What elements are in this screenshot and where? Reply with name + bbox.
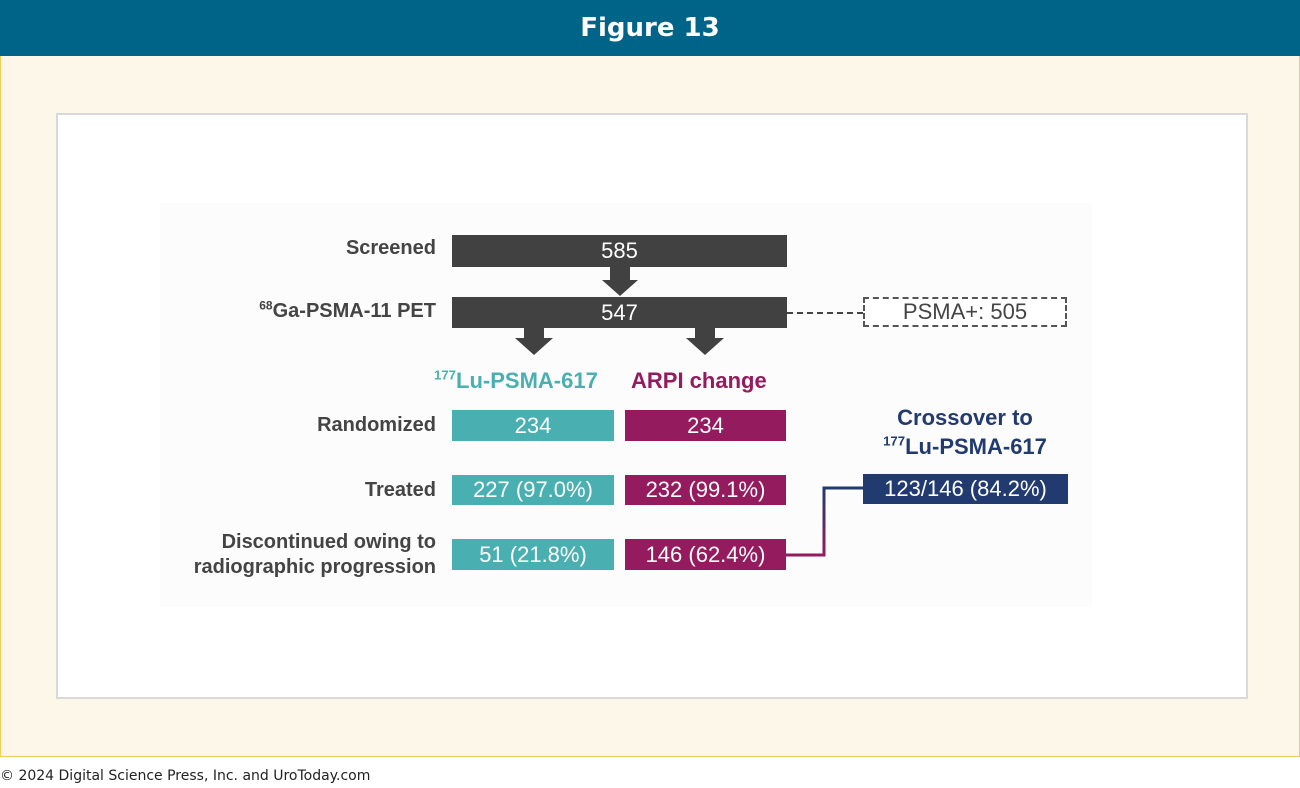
crossover-title-line2-wrap: 177Lu-PSMA-617 xyxy=(860,432,1070,461)
arm-header-lu-sup: 177 xyxy=(434,367,457,383)
label-treated: Treated xyxy=(364,479,436,501)
label-screened: Screened xyxy=(345,237,436,259)
box-treated-arpi: 232 (99.1%) xyxy=(625,475,786,505)
label-pet-sup: 68 xyxy=(259,298,273,313)
arrow-pet-to-lu xyxy=(515,328,553,355)
label-pet: 68Ga-PSMA-11 PET xyxy=(259,299,436,324)
box-crossover: 123/146 (84.2%) xyxy=(863,474,1068,504)
label-discontinued: Discontinued owing to radiographic progr… xyxy=(194,530,436,580)
figure-title: Figure 13 xyxy=(0,0,1300,56)
arm-header-lu-name: Lu-PSMA-617 xyxy=(456,368,598,393)
box-discontinued-arpi: 146 (62.4%) xyxy=(625,539,786,570)
label-discontinued-line1: Discontinued owing to xyxy=(221,531,436,553)
box-treated-lu: 227 (97.0%) xyxy=(452,475,614,505)
arrow-pet-to-arpi xyxy=(686,328,724,355)
box-pet: 547 xyxy=(452,297,787,328)
crossover-title: Crossover to 177Lu-PSMA-617 xyxy=(860,403,1070,461)
label-discontinued-line2: radiographic progression xyxy=(193,556,436,578)
crossover-title-line2: Lu-PSMA-617 xyxy=(905,434,1047,459)
label-pet-text: Ga-PSMA-11 PET xyxy=(272,300,436,322)
box-randomized-arpi: 234 xyxy=(625,410,786,441)
arm-header-arpi: ARPI change xyxy=(631,368,767,393)
arm-header-lu: 177Lu-PSMA-617 xyxy=(434,368,598,394)
box-screened: 585 xyxy=(452,235,787,267)
copyright-footer: © 2024 Digital Science Press, Inc. and U… xyxy=(0,768,371,784)
label-randomized: Randomized xyxy=(317,414,436,436)
box-psma-positive: PSMA+: 505 xyxy=(863,297,1067,327)
crossover-title-sup: 177 xyxy=(883,433,906,449)
crossover-title-line1: Crossover to xyxy=(897,405,1033,430)
box-discontinued-lu: 51 (21.8%) xyxy=(452,539,614,570)
crossover-connector xyxy=(786,486,863,557)
arrow-screened-to-pet xyxy=(602,266,638,296)
box-randomized-lu: 234 xyxy=(452,410,614,441)
